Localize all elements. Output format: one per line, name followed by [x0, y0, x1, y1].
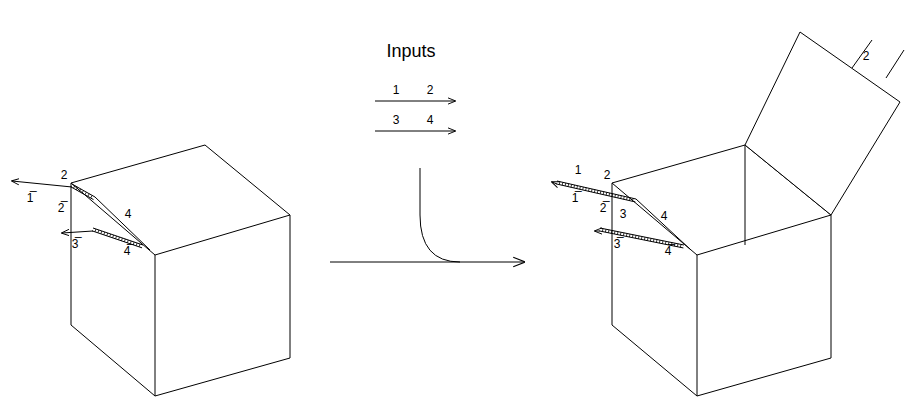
domain-label: 2̅ [58, 201, 65, 215]
open-box [612, 32, 904, 396]
domain-label: 2 [863, 49, 870, 63]
domain-label: 3 [620, 207, 627, 221]
domain-label: 4 [125, 207, 132, 221]
domain-label: 2 [604, 168, 611, 182]
domain-label: 2̅ [600, 201, 607, 215]
domain-label: 4̅ [665, 244, 672, 258]
heading-label: Inputs [386, 41, 435, 63]
input-strands [375, 101, 455, 131]
closed-box [71, 145, 290, 396]
domain-label: 1̅ [572, 191, 579, 205]
domain-label: 1 [393, 83, 400, 97]
domain-label: 4 [427, 113, 434, 127]
domain-label: 2 [61, 168, 68, 182]
domain-label: 3̅ [72, 237, 79, 251]
reaction-arrow [330, 168, 524, 262]
domain-label: 2 [427, 83, 434, 97]
domain-label: 3̅ [614, 237, 621, 251]
dna-strands [12, 181, 691, 250]
domain-label: 3 [393, 113, 400, 127]
domain-label: 4 [661, 209, 668, 223]
domain-label: 4̅ [124, 244, 131, 258]
domain-label: 1̅ [27, 191, 34, 205]
domain-label: 1 [575, 163, 582, 177]
